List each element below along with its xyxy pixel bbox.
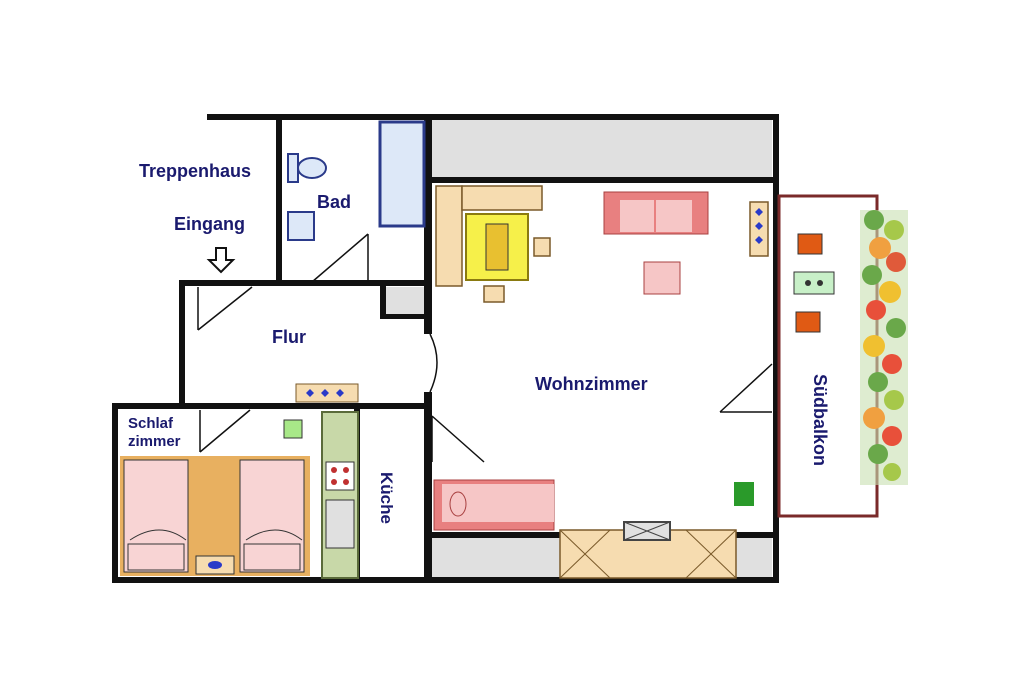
label-bedroom-2: zimmer: [128, 433, 181, 450]
label-living: Wohnzimmer: [535, 374, 648, 394]
label-balcony: Südbalkon: [810, 374, 830, 466]
balcony-chair-1: [797, 233, 823, 255]
label-entrance: Eingang: [174, 214, 245, 234]
balcony-chair-2: [795, 311, 821, 333]
label-bath: Bad: [317, 192, 351, 212]
sideboard: [461, 185, 543, 211]
walls: [112, 114, 779, 583]
doors: [197, 233, 773, 463]
bed-left: [123, 459, 189, 573]
north-strip: [432, 120, 772, 178]
kitchen-counter: [321, 411, 359, 579]
entrance-arrow-icon: [206, 247, 236, 274]
label-bedroom-1: Schlaf: [128, 415, 174, 432]
sink-icon: [287, 211, 315, 241]
desk-chair-2: [483, 285, 505, 303]
kitchen-sink: [325, 499, 355, 549]
green-box: [734, 482, 754, 506]
bed-right: [239, 459, 305, 573]
label-hall: Flur: [272, 327, 306, 347]
bathtub-icon: [378, 120, 426, 228]
desk-chair-1: [533, 237, 551, 257]
cabinet: [435, 185, 463, 287]
bedroom-box: [283, 419, 303, 439]
label-stairwell: Treppenhaus: [139, 161, 251, 181]
stove-icon: [325, 461, 355, 491]
hall-niche: [386, 287, 424, 315]
desk-item: [485, 223, 509, 271]
sofa-north: [603, 191, 709, 235]
sofa-south: [433, 479, 555, 531]
toilet-icon: [287, 153, 327, 183]
coffee-table: [643, 261, 681, 295]
hall-bench: [295, 383, 359, 403]
label-kitchen: Küche: [377, 472, 396, 524]
tv-icon: [623, 521, 671, 541]
flower-box-icon: [860, 210, 908, 485]
balcony-table: [793, 271, 835, 295]
shelf-east: [749, 201, 769, 257]
